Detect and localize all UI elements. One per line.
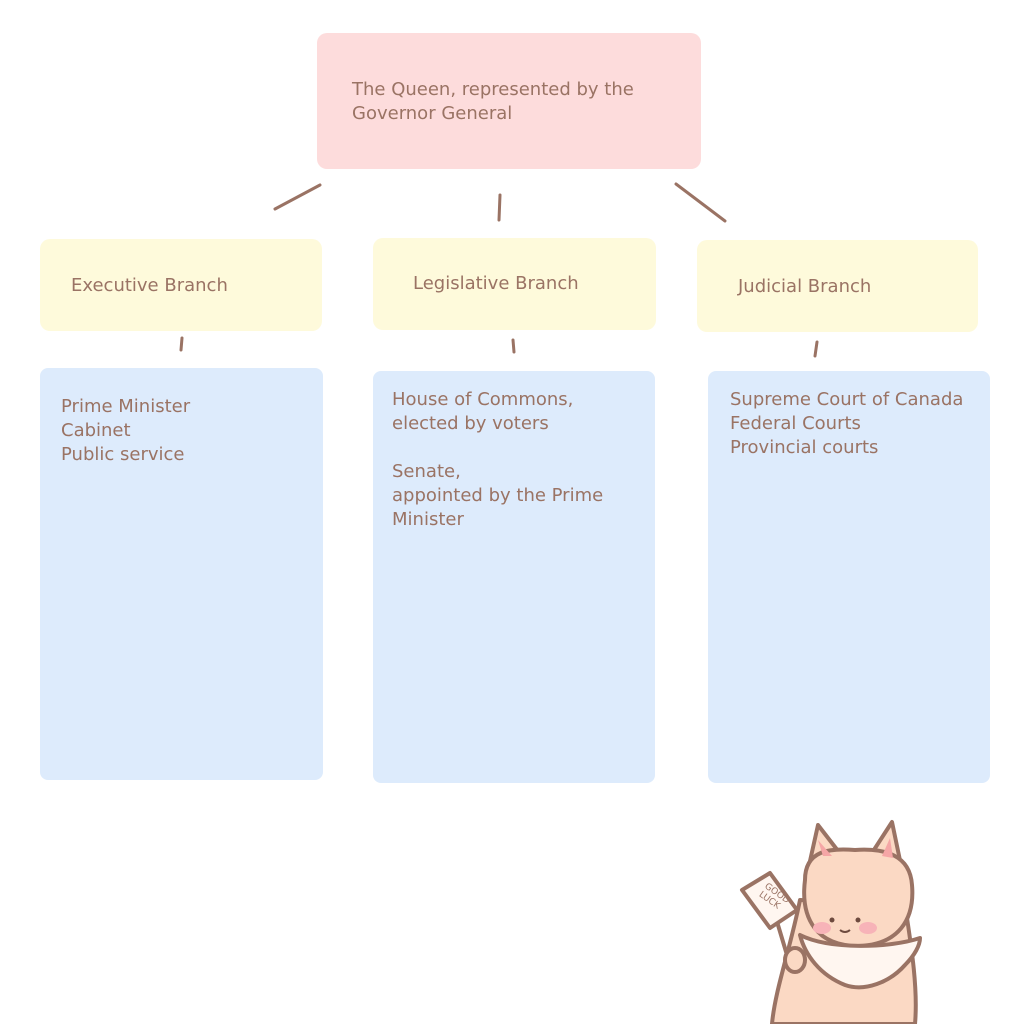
- root-node-label: The Queen, represented by the Governor G…: [352, 79, 634, 124]
- good-luck-sign: [740, 871, 799, 930]
- judicial-details-node: Supreme Court of Canada Federal Courts P…: [708, 371, 990, 783]
- executive-details-text: Prime Minister Cabinet Public service: [61, 396, 191, 465]
- connector-executive-details: [179, 336, 184, 352]
- judicial-details-text: Supreme Court of Canada Federal Courts P…: [730, 389, 964, 458]
- root-node: The Queen, represented by the Governor G…: [317, 33, 701, 169]
- legislative-details-node: House of Commons, elected by voters Sena…: [373, 371, 655, 783]
- legislative-branch-node: Legislative Branch: [373, 238, 656, 330]
- mascot-paw: [783, 946, 807, 974]
- connector-judicial-details: [813, 340, 819, 358]
- executive-details-node: Prime Minister Cabinet Public service: [40, 368, 323, 780]
- executive-branch-label: Executive Branch: [71, 275, 228, 296]
- connector-root-executive: [273, 183, 322, 211]
- inner-ear-right-icon: [882, 838, 893, 858]
- executive-branch-node: Executive Branch: [40, 239, 322, 331]
- inner-ear-left-icon: [818, 840, 832, 856]
- connector-root-legislative: [497, 193, 502, 222]
- legislative-details-text: House of Commons, elected by voters Sena…: [392, 389, 604, 530]
- connector-legislative-details: [511, 338, 516, 354]
- left-cheek: [813, 922, 831, 934]
- judicial-branch-label: Judicial Branch: [738, 276, 872, 297]
- connector-root-judicial: [674, 182, 727, 223]
- left-eye-icon: [829, 917, 835, 923]
- mascot-collar: [798, 933, 922, 990]
- right-eye-icon: [855, 917, 861, 923]
- mouth-icon: [839, 929, 851, 933]
- judicial-branch-node: Judicial Branch: [697, 240, 978, 332]
- right-cheek: [859, 922, 877, 934]
- legislative-branch-label: Legislative Branch: [413, 273, 579, 294]
